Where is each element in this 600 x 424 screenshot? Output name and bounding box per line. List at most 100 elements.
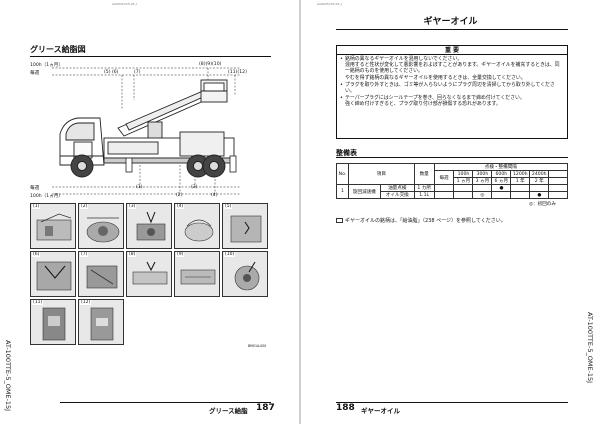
callout-label: (1) — [136, 185, 143, 190]
notice-item: •テーパープラグにはシールテープを巻き、回らなくなるまで締め付けてください。 強… — [340, 95, 525, 108]
page-title: ギヤーオイル — [423, 17, 478, 27]
table-title: 整備表 — [336, 149, 357, 157]
side-code: AT-100TTE-5_OME-15J — [4, 340, 12, 412]
page-title: グリース給脂図 — [30, 45, 86, 54]
footer-rule — [336, 402, 568, 403]
important-heading: 重 要 — [337, 46, 567, 55]
photo-panel: (11) — [30, 299, 76, 345]
footer-title: グリース給脂 — [209, 407, 248, 415]
interval-label: 100h（1ヵ月） — [30, 63, 63, 68]
photo-panel: (2) — [78, 203, 124, 249]
header-1y: 1 年 — [510, 177, 531, 185]
header-no: No. — [336, 163, 349, 185]
interval-label: 毎週 — [30, 71, 40, 76]
photo-label: (4) — [176, 204, 185, 209]
notice-text: プラグを取り外すときは、ゴミ等が入らないようにプラグ周辺を清掃してから取り外して… — [345, 81, 555, 95]
important-notice: 重 要 •銘柄の異なるギヤーオイルを混用しないでください。 混用すると性状が変化… — [336, 45, 568, 139]
maintenance-table: No. 項目 数量 点検・整備間隔 毎週 100h 300h 600h 1200… — [336, 163, 569, 199]
row-qty: 1 カ所 — [413, 184, 435, 192]
header-2y: 2 年 — [529, 177, 550, 185]
callout-label: (5) (6) — [104, 70, 119, 75]
title-rule — [30, 56, 271, 57]
callout-label: (7) — [134, 70, 141, 75]
photo-panel: (3) — [126, 203, 172, 249]
row-no: 1 — [336, 184, 349, 199]
photo-label: (5) — [224, 204, 233, 209]
table-header-row: 毎週 100h 300h 600h 1200h 2400h — [337, 170, 568, 185]
truck-diagram — [52, 67, 240, 195]
header-interval: 点検・整備間隔 — [433, 163, 569, 171]
notice-text: 銘柄の異なるギヤーオイルを混用しないでください。 混用すると性状が変化して悪影響… — [345, 55, 560, 81]
header-600h: 600h — [491, 170, 512, 178]
header-blank — [548, 170, 568, 178]
mark-cell: ● — [491, 184, 512, 192]
row-sub: オイル交換 — [379, 191, 415, 199]
header-100h: 100h — [453, 170, 474, 178]
header-1m: 1 ヵ月 — [453, 177, 474, 185]
photo-label: (12) — [80, 300, 92, 305]
table-row: オイル交換 1.1L ◎ ● — [337, 191, 568, 199]
photo-panel: (9) — [174, 251, 220, 297]
mark-cell: ◎ — [472, 191, 493, 199]
header-code: AA0025723-03-J — [112, 2, 137, 6]
callout-label: (2) — [176, 193, 183, 198]
notice-text: テーパープラグにはシールテープを巻き、回らなくなるまで締め付けてください。 強く… — [345, 95, 525, 108]
photo-label: (10) — [224, 252, 236, 257]
note-text: ギヤーオイルの銘柄は、「給油脂」（238 ページ）を参照してください。 — [345, 218, 506, 224]
table-row: 1 旋回減速機 油量点検 1 カ所 ● — [336, 184, 568, 199]
header-blank — [548, 177, 568, 185]
table-header-row: No. 項目 数量 点検・整備間隔 — [336, 163, 569, 185]
header-300h: 300h — [472, 170, 493, 178]
photo-panel: (7) — [78, 251, 124, 297]
header-3m: 3 ヵ月 — [472, 177, 493, 185]
mark-cell: ● — [529, 191, 550, 199]
photo-panel: (12) — [78, 299, 124, 345]
header-6m: 6 ヵ月 — [491, 177, 512, 185]
callout-label: (11)(12) — [228, 70, 247, 75]
page-number: 187 — [256, 403, 275, 413]
title-rule — [336, 29, 568, 30]
book-gutter — [299, 0, 301, 424]
photo-label: (2) — [80, 204, 89, 209]
table-legend: ◎：初回のみ — [529, 202, 556, 207]
photo-panel: (6) — [30, 251, 76, 297]
photo-panel: (10) — [222, 251, 268, 297]
photo-label: (3) — [128, 204, 137, 209]
photo-panel: (4) — [174, 203, 220, 249]
photo-label: (1) — [32, 204, 41, 209]
reference-icon — [336, 218, 343, 223]
interval-label: 毎週 — [30, 186, 40, 191]
callout-label: (3) — [191, 185, 198, 190]
photo-panel: (5) — [222, 203, 268, 249]
photo-panel: (1) — [30, 203, 76, 249]
callout-label: (8)(9)(10) — [199, 62, 222, 67]
photo-panel: (8) — [126, 251, 172, 297]
left-page: AA0025723-03-J グリース給脂図 100h（1ヵ月） 毎週 (5) … — [0, 0, 299, 424]
photo-label: (6) — [32, 252, 41, 257]
footer-title: ギヤーオイル — [361, 407, 400, 415]
figure-code: BM01A-000 — [248, 344, 267, 348]
header-quantity: 数量 — [413, 163, 435, 185]
row-qty: 1.1L — [413, 191, 435, 199]
notice-item: •プラグを取り外すときは、ゴミ等が入らないようにプラグ周辺を清掃してから取り外し… — [340, 81, 555, 95]
interval-label: 100h（1ヵ月） — [30, 194, 63, 199]
notice-item: •銘柄の異なるギヤーオイルを混用しないでください。 混用すると性状が変化して悪影… — [340, 55, 560, 81]
table-title-rule — [336, 157, 568, 158]
photo-label: (8) — [128, 252, 137, 257]
row-item: 旋回減速機 — [347, 184, 381, 199]
header-item: 項目 — [347, 163, 415, 185]
header-1200h: 1200h — [510, 170, 531, 178]
header-code: AA0025723-03-J — [317, 2, 342, 6]
callout-label: (4) — [211, 193, 218, 198]
header-daily: 毎週 — [433, 170, 455, 185]
right-page: AA0025723-03-J ギヤーオイル 重 要 •銘柄の異なるギヤーオイルを… — [301, 0, 600, 424]
photo-label: (7) — [80, 252, 89, 257]
footer-rule — [60, 402, 271, 403]
reference-note: ギヤーオイルの銘柄は、「給油脂」（238 ページ）を参照してください。 — [336, 217, 506, 224]
page-number: 188 — [336, 403, 355, 413]
side-code: AT-100TTE-5_OME-15J — [586, 312, 594, 384]
photo-label: (11) — [32, 300, 44, 305]
row-sub: 油量点検 — [379, 184, 415, 192]
photo-label: (9) — [176, 252, 185, 257]
header-2400h: 2400h — [529, 170, 550, 178]
